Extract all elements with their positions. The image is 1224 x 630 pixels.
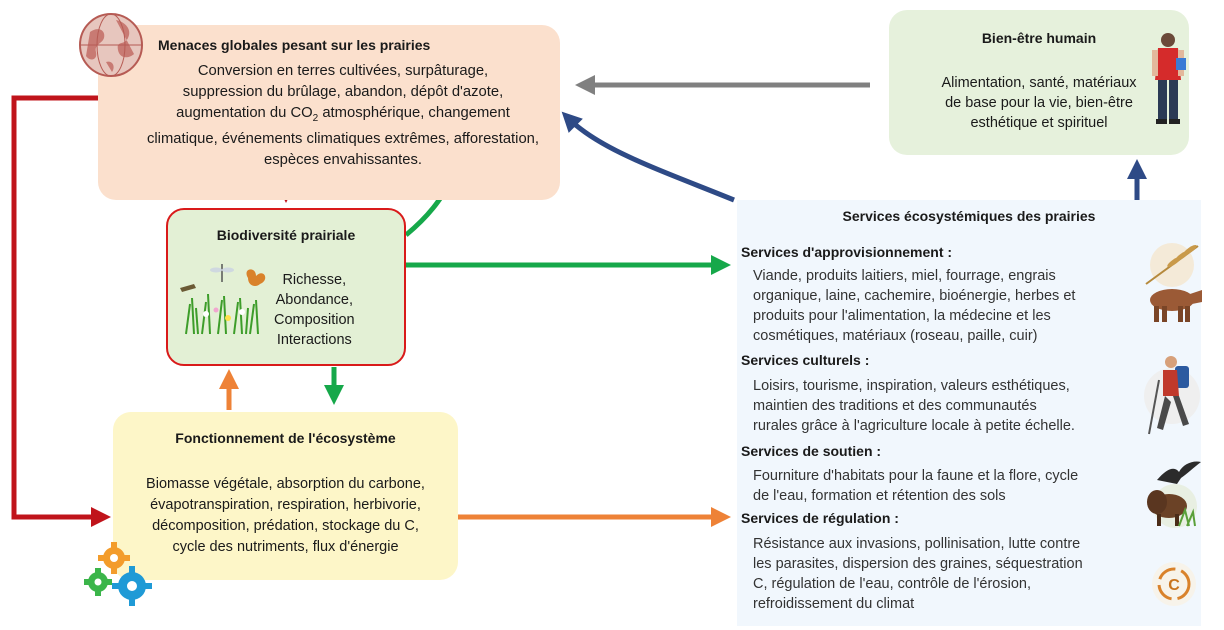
threats-box: Menaces globales pesant sur les prairies… <box>98 25 560 200</box>
threats-text: Conversion en terres cultivées, surpâtur… <box>146 63 540 168</box>
ecosystem-functioning-title: Fonctionnement de l'écosystème <box>175 430 396 446</box>
svg-text:C: C <box>1168 577 1180 594</box>
biodiversity-metrics: Richesse, Abondance, Composition Interac… <box>274 272 355 348</box>
regulating-services-label: Services de régulation : <box>741 510 899 526</box>
cultural-services-text: Loisirs, tourisme, inspiration, valeurs … <box>753 378 1075 434</box>
supporting-services-label: Services de soutien : <box>741 443 882 459</box>
cultural-services-label: Services culturels : <box>741 352 870 368</box>
gears-icon <box>84 542 152 606</box>
biodiversity-title: Biodiversité prairiale <box>216 227 356 243</box>
services-box: Services écosystémiques des prairies Ser… <box>737 200 1202 626</box>
supporting-services-text: Fourniture d'habitats pour la faune et l… <box>753 468 1079 504</box>
grassland-insects-icon <box>180 264 266 335</box>
wellbeing-text: Alimentation, santé, matériaux de base p… <box>941 75 1137 131</box>
hiker-icon <box>1144 356 1200 435</box>
wellbeing-box: Bien-être humain Alimentation, santé, ma… <box>889 10 1189 155</box>
ecosystem-functioning-text: Biomasse végétale, absorption du carbone… <box>146 476 425 555</box>
regulating-services-text: Résistance aux invasions, pollinisation,… <box>753 536 1083 612</box>
ecosystem-functioning-box: Fonctionnement de l'écosystème Biomasse … <box>113 412 458 580</box>
globe-icon <box>79 13 143 77</box>
wheat-icon <box>1145 243 1199 287</box>
biodiversity-box: Biodiversité prairiale Richesse, Abondan… <box>166 208 406 366</box>
wellbeing-title: Bien-être humain <box>981 30 1097 46</box>
person-icon <box>1152 33 1186 124</box>
bison-icon <box>1147 484 1197 528</box>
eagle-icon <box>1157 461 1201 484</box>
provisioning-services-text: Viande, produits laitiers, miel, fourrag… <box>753 268 1076 344</box>
services-to-threats-arrow <box>561 111 735 203</box>
threats-to-ecosystem-arrow <box>11 95 111 527</box>
cycle-icon: C <box>1152 562 1196 606</box>
provisioning-services-label: Services d'approvisionnement : <box>741 244 953 260</box>
threats-title: Menaces globales pesant sur les prairies <box>158 37 431 53</box>
services-title: Services écosystémiques des prairies <box>842 208 1096 224</box>
cow-icon <box>1150 289 1202 322</box>
